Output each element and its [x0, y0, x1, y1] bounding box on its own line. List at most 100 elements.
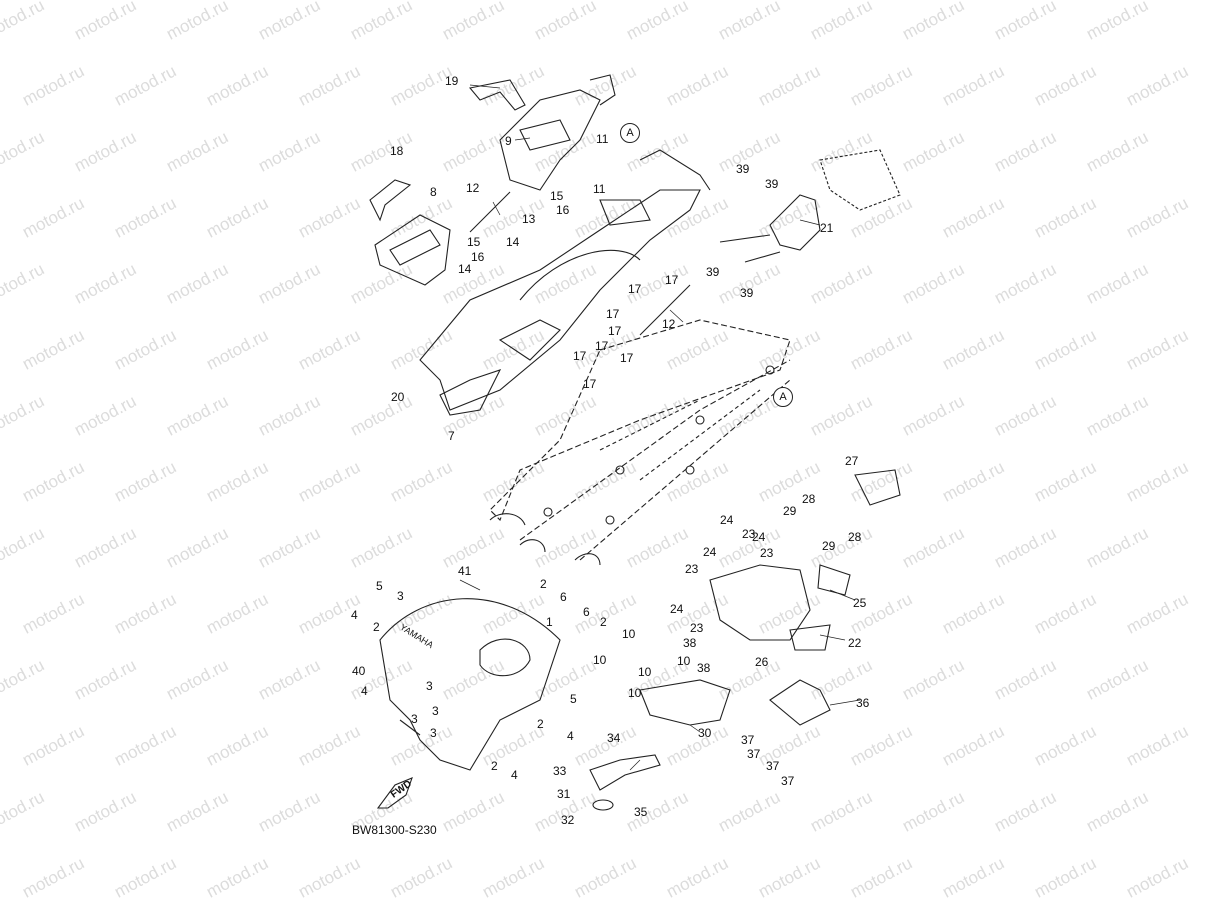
part-label: 23	[685, 562, 699, 576]
part-label: 24	[703, 545, 717, 559]
diagram-code: BW81300-S230	[352, 823, 437, 837]
part-label: 33	[553, 764, 567, 778]
part-label: 32	[561, 813, 575, 827]
part-label: 28	[848, 530, 862, 544]
part-label: 12	[466, 181, 480, 195]
hook-assembly-drawing	[589, 754, 661, 811]
part-label: 39	[736, 162, 750, 176]
part-label: 6	[560, 590, 567, 604]
part-label: 10	[622, 627, 636, 641]
rear-frame-drawing	[489, 319, 791, 566]
part-label: 24	[670, 602, 684, 616]
part-label: 38	[683, 636, 697, 650]
part-label: 37	[766, 759, 780, 773]
fwd-arrow-drawing	[376, 777, 413, 809]
leader-lines	[459, 84, 861, 771]
part-label: 37	[741, 733, 755, 747]
part-label: 5	[376, 579, 383, 593]
part-label: 24	[752, 530, 766, 544]
part-label: 4	[361, 684, 368, 698]
part-label: 39	[740, 286, 754, 300]
part-label: 28	[802, 492, 816, 506]
front-fender-drawing	[379, 598, 561, 771]
bracket-21-drawing	[719, 149, 901, 263]
part-label: 37	[747, 747, 761, 761]
part-label: 3	[432, 704, 439, 718]
part-label: 23	[742, 527, 756, 541]
part-label: 3	[430, 726, 437, 740]
part-label: 31	[557, 787, 571, 801]
part-label: 17	[606, 307, 620, 321]
part-label: 10	[638, 665, 652, 679]
part-label: 10	[593, 653, 607, 667]
part-label: 16	[556, 203, 570, 217]
part-label: 26	[755, 655, 769, 669]
part-label: 14	[506, 235, 520, 249]
part-label: 3	[426, 679, 433, 693]
part-label: 7	[448, 429, 455, 443]
part-label: 2	[373, 620, 380, 634]
part-label: 4	[567, 729, 574, 743]
part-label: 3	[411, 712, 418, 726]
battery-box-drawing	[369, 179, 451, 286]
part-label: 3	[397, 589, 404, 603]
part-label: 17	[665, 273, 679, 287]
part-label: 38	[697, 661, 711, 675]
part-label: 6	[583, 605, 590, 619]
rear-fender-drawing	[419, 149, 711, 416]
part-label: 29	[783, 504, 797, 518]
part-label: 20	[391, 390, 405, 404]
part-label: 25	[853, 596, 867, 610]
part-label: 41	[458, 564, 472, 578]
rod-12-upper	[469, 191, 511, 233]
part-label: 11	[593, 182, 606, 196]
rod-12-lower	[639, 284, 691, 336]
tail-assembly-drawing	[709, 469, 901, 651]
part-label: 36	[856, 696, 870, 710]
part-label: 15	[550, 189, 564, 203]
part-label: 2	[537, 717, 544, 731]
part-label: 17	[573, 349, 587, 363]
part-label: 9	[505, 134, 512, 148]
part-label: 40	[352, 664, 366, 678]
part-label: 22	[848, 636, 862, 650]
part-label: 13	[522, 212, 536, 226]
part-label: 23	[760, 546, 774, 560]
part-label: 18	[390, 144, 404, 158]
part-label: 15	[467, 235, 481, 249]
part-label: 11	[596, 132, 609, 146]
part-label: 16	[471, 250, 485, 264]
part-label: 19	[445, 74, 459, 88]
part-label: 14	[458, 262, 472, 276]
part-label: 10	[628, 686, 642, 700]
part-label: 23	[690, 621, 704, 635]
part-label: 39	[765, 177, 779, 191]
part-label: 34	[607, 731, 621, 745]
part-label: 17	[608, 324, 622, 338]
part-label: 27	[845, 454, 859, 468]
part-label: 2	[491, 759, 498, 773]
part-label: 4	[351, 608, 358, 622]
bracket-36-drawing	[769, 679, 831, 726]
part-label: 2	[600, 615, 607, 629]
part-label: 17	[620, 351, 634, 365]
strap-19-drawing	[468, 79, 526, 111]
part-label: 4	[511, 768, 518, 782]
part-label: 17	[583, 377, 597, 391]
part-label: 2	[540, 577, 547, 591]
part-label: 24	[720, 513, 734, 527]
part-label: 8	[430, 185, 437, 199]
part-label: 37	[781, 774, 795, 788]
part-label: 35	[634, 805, 648, 819]
part-label: 5	[570, 692, 577, 706]
part-label: 39	[706, 265, 720, 279]
part-label: 17	[628, 282, 642, 296]
part-label: 29	[822, 539, 836, 553]
part-label: 10	[677, 654, 691, 668]
part-label: 1	[546, 615, 553, 629]
part-label: 17	[595, 339, 609, 353]
ref-mark-a-right: A	[773, 387, 793, 407]
ref-mark-a-top: A	[620, 123, 640, 143]
